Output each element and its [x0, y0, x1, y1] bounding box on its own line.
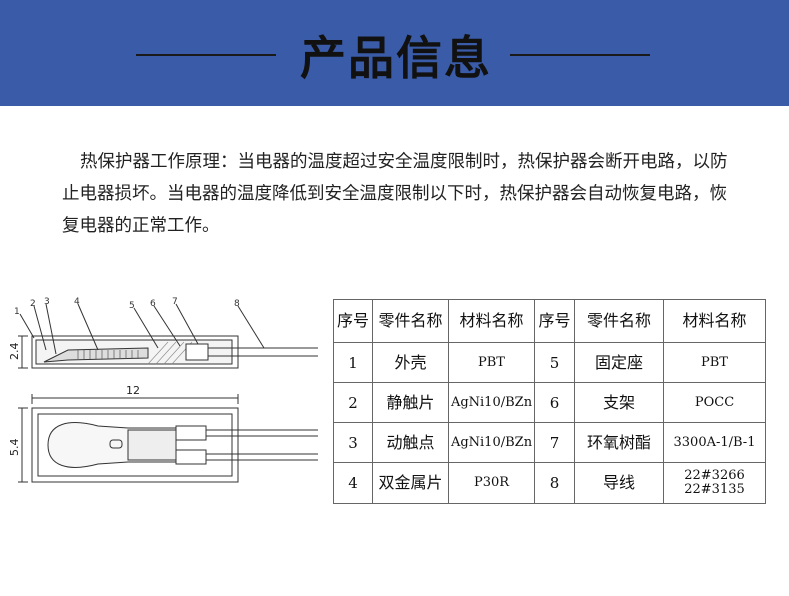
title-rule-left [136, 54, 276, 56]
table-cell: 3300A-1/B-1 [663, 422, 766, 463]
callout-7: 7 [172, 297, 178, 307]
callout-4: 4 [74, 297, 80, 307]
table-cell: 双金属片 [372, 462, 449, 504]
wire-spec: 22#3266 [684, 468, 745, 483]
callout-1: 1 [14, 307, 20, 317]
table-header-row: 序号 零件名称 材料名称 序号 零件名称 材料名称 [333, 299, 766, 343]
table-row: 4 双金属片 P30R 8 导线 22#3266 22#3135 [333, 462, 766, 504]
table-cell: POCC [663, 382, 766, 423]
col-header: 材料名称 [663, 299, 766, 343]
page-title: 产品信息 [300, 31, 492, 85]
table-cell: 环氧树酯 [574, 422, 664, 463]
table-cell: 22#3266 22#3135 [663, 462, 766, 504]
dim-width: 5.4 [8, 439, 21, 457]
table-cell: 4 [333, 462, 373, 504]
table-cell: 导线 [574, 462, 664, 504]
callout-6: 6 [150, 299, 156, 309]
table-cell: 7 [534, 422, 575, 463]
table-cell: 支架 [574, 382, 664, 423]
wire-spec: 22#3135 [684, 482, 745, 497]
table-cell: 8 [534, 462, 575, 504]
callout-5: 5 [129, 301, 135, 311]
col-header: 材料名称 [448, 299, 535, 343]
dim-length: 12 [126, 384, 140, 397]
table-cell: 2 [333, 382, 373, 423]
title-rule-right [510, 54, 650, 56]
table-cell: AgNi10/BZn [448, 422, 535, 463]
thermal-protector-drawing: 1 2 3 4 5 6 7 8 2.4 12 5.4 [8, 297, 318, 483]
table-cell: PBT [663, 342, 766, 383]
table-cell: AgNi10/BZn [448, 382, 535, 423]
callout-3: 3 [44, 297, 50, 307]
table-cell: 固定座 [574, 342, 664, 383]
table-cell: 静触片 [372, 382, 449, 423]
table-cell: 1 [333, 342, 373, 383]
table-cell: 3 [333, 422, 373, 463]
table-cell: 5 [534, 342, 575, 383]
col-header: 零件名称 [372, 299, 449, 343]
col-header: 零件名称 [574, 299, 664, 343]
table-cell: 6 [534, 382, 575, 423]
col-header: 序号 [534, 299, 575, 343]
materials-table: 序号 零件名称 材料名称 序号 零件名称 材料名称 1 外壳 PBT 5 固定座… [333, 299, 766, 504]
dim-thickness: 2.4 [8, 343, 21, 361]
table-cell: 外壳 [372, 342, 449, 383]
table-cell: PBT [448, 342, 535, 383]
header-banner: 产品信息 [0, 0, 789, 106]
col-header: 序号 [333, 299, 373, 343]
table-row: 1 外壳 PBT 5 固定座 PBT [333, 342, 766, 383]
table-cell: P30R [448, 462, 535, 504]
callout-2: 2 [30, 299, 36, 309]
table-row: 3 动触点 AgNi10/BZn 7 环氧树酯 3300A-1/B-1 [333, 422, 766, 463]
table-cell: 动触点 [372, 422, 449, 463]
table-row: 2 静触片 AgNi10/BZn 6 支架 POCC [333, 382, 766, 423]
callout-8: 8 [234, 299, 240, 309]
working-principle-text: 热保护器工作原理：当电器的温度超过安全温度限制时，热保护器会断开电路，以防止电器… [62, 152, 728, 236]
